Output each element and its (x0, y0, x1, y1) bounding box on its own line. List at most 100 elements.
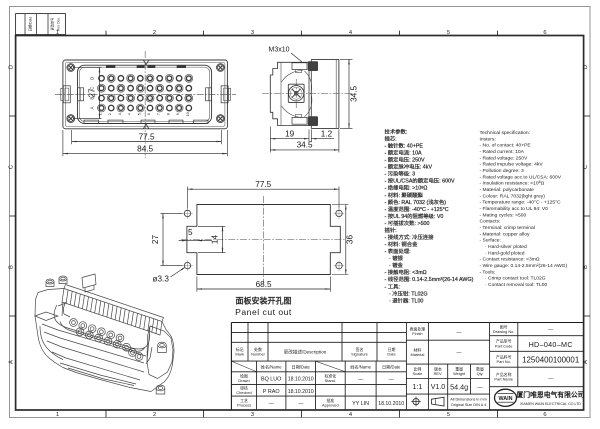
svg-text:C: C (583, 165, 589, 169)
svg-text:C: C (90, 87, 95, 90)
svg-text:Part Name: Part Name (494, 377, 513, 382)
svg-text:5: 5 (447, 412, 450, 418)
svg-text:重量: 重量 (455, 367, 463, 372)
svg-text:9: 9 (176, 113, 180, 115)
svg-text:M3x10: M3x10 (268, 47, 289, 54)
svg-text:Stand.: Stand. (325, 378, 336, 383)
svg-text:- 颜色: RAL 7032 (浅灰色): - 颜色: RAL 7032 (浅灰色) (385, 198, 447, 206)
svg-text:D: D (583, 65, 589, 69)
svg-text:—: — (457, 350, 462, 356)
svg-text:—: — (389, 377, 394, 383)
svg-text:6: 6 (543, 412, 546, 418)
svg-text:Part Code: Part Code (495, 343, 513, 348)
svg-text:Contacts:: Contacts: (480, 219, 501, 225)
svg-text:REV.: REV. (434, 371, 443, 376)
svg-text:表面处理: 表面处理 (410, 327, 426, 332)
svg-text:日期: 日期 (388, 347, 396, 352)
svg-text:B: B (90, 97, 95, 100)
svg-text:1: 1 (56, 30, 59, 36)
svg-text:日期/Date: 日期/Date (382, 364, 401, 370)
svg-text:18.10.2010: 18.10.2010 (288, 389, 314, 395)
svg-text:—: — (457, 329, 462, 335)
svg-text:- 接触电阻: <3mΩ: - 接触电阻: <3mΩ (385, 268, 427, 276)
svg-text:34.5: 34.5 (297, 141, 313, 150)
svg-text:19: 19 (285, 129, 295, 138)
svg-text:- Temperature range: -40°C - +: - Temperature range: -40°C - +125°C (480, 200, 562, 206)
svg-text:- Mating cycles: >500: - Mating cycles: >500 (480, 212, 527, 218)
svg-text:—: — (358, 377, 363, 383)
svg-text:- 线径范围: 0.14-2.5mm²(26-14 AWG): - 线径范围: 0.14-2.5mm²(26-14 AWG) (385, 275, 474, 283)
svg-text:Panel cut out: Panel cut out (235, 307, 292, 317)
svg-text:C: C (8, 165, 14, 169)
svg-text:Insters:: Insters: (480, 136, 496, 142)
svg-text:产品料号: 产品料号 (496, 354, 512, 359)
svg-text:A: A (8, 360, 14, 364)
svg-text:比例: 比例 (414, 367, 422, 372)
svg-text:1.2: 1.2 (321, 129, 333, 138)
svg-text:· 镀金: · 镀金 (385, 261, 404, 269)
svg-text:日期/Date: 日期/Date (292, 364, 311, 370)
svg-text:Signature: Signature (351, 352, 368, 357)
svg-text:Approved: Approved (322, 403, 339, 408)
svg-text:- 可插拔次数: >500: - 可插拔次数: >500 (385, 219, 430, 227)
svg-text:· 镀银: · 镀银 (385, 254, 404, 262)
svg-text:- Pollution degree: 3: - Pollution degree: 3 (480, 168, 524, 174)
svg-text:标准化: 标准化 (324, 373, 336, 378)
svg-text:图号: 图号 (500, 324, 508, 329)
svg-text:Number: Number (251, 352, 266, 357)
svg-text:Technical specification:: Technical specification: (480, 130, 531, 136)
svg-text:2: 2 (153, 412, 156, 418)
svg-text:BQ LUO: BQ LUO (261, 377, 281, 383)
svg-text:· Crimp contact tool: TL02G: · Crimp contact tool: TL02G (480, 276, 546, 282)
svg-text:4: 4 (349, 412, 353, 418)
svg-text:10: 10 (186, 112, 190, 116)
svg-text:- Tools:: - Tools: (480, 269, 496, 275)
svg-text:· Hard-silver ploted: · Hard-silver ploted (480, 244, 527, 250)
svg-text:—: — (548, 327, 553, 333)
svg-text:更改描述/Description: 更改描述/Description (284, 349, 327, 356)
svg-text:- Rated voltage: 250V: - Rated voltage: 250V (480, 155, 528, 161)
svg-text:数量: 数量 (476, 367, 484, 372)
svg-text:6: 6 (543, 30, 546, 36)
svg-text:Scale: Scale (413, 371, 423, 376)
svg-text:3: 3 (118, 113, 122, 115)
svg-text:签名: 签名 (356, 347, 364, 352)
svg-text:Checked: Checked (236, 390, 251, 395)
svg-text:Date: Date (387, 352, 395, 357)
svg-text:Qty.: Qty. (477, 371, 484, 376)
svg-text:Finish: Finish (412, 331, 422, 336)
svg-text:- 材料: 铜合金: - 材料: 铜合金 (385, 240, 419, 248)
svg-text:8: 8 (166, 113, 170, 115)
svg-text:—: — (548, 376, 553, 382)
svg-text:- 按UL 94的阻燃等级: V0: - 按UL 94的阻燃等级: V0 (385, 212, 444, 220)
svg-text:- 接线方式: 冷压连接: - 接线方式: 冷压连接 (385, 233, 435, 241)
svg-text:版本: 版本 (434, 367, 442, 372)
svg-text:审核: 审核 (240, 386, 248, 391)
svg-text:68.5: 68.5 (256, 280, 272, 289)
svg-text:日期/Date: 日期/Date (28, 17, 33, 32)
svg-text:4: 4 (128, 113, 132, 115)
svg-text:YY LIN: YY LIN (352, 401, 369, 407)
svg-text:—: — (269, 401, 274, 407)
svg-text:54.4g: 54.4g (450, 382, 468, 391)
svg-text:7: 7 (157, 113, 161, 115)
svg-text:- 表面处理:: - 表面处理: (385, 247, 411, 255)
svg-text:77.5: 77.5 (255, 180, 271, 189)
svg-text:- Rated current: 10A: - Rated current: 10A (480, 149, 525, 155)
svg-text:Process: Process (237, 403, 251, 408)
svg-text:- Material: copper alloy: - Material: copper alloy (480, 231, 530, 237)
svg-text:- 按UL/CSA的额定电压: 600V: - 按UL/CSA的额定电压: 600V (385, 177, 456, 185)
svg-text:- Surface:: - Surface: (480, 238, 501, 244)
svg-text:批准: 批准 (326, 398, 334, 403)
svg-text:Drawn: Drawn (238, 378, 249, 383)
svg-text:18.10.2010: 18.10.2010 (378, 401, 404, 407)
svg-text:- Colour: RAL 7032(light grey): - Colour: RAL 7032(light grey) (480, 193, 546, 199)
svg-text:· 冷压钳: TL02G: · 冷压钳: TL02G (385, 289, 428, 297)
svg-text:- No. of contact: 40+PE: - No. of contact: 40+PE (480, 143, 532, 149)
svg-text:18.10.2010: 18.10.2010 (288, 377, 314, 383)
svg-text:标记: 标记 (236, 347, 244, 352)
svg-text:- Insulation resistance: >108Ω: - Insulation resistance: >108Ω (480, 180, 545, 186)
svg-text:- 材料: 聚碳酸酯: - 材料: 聚碳酸酯 (385, 191, 424, 199)
svg-text:- Flammability acc.to UL 94: V: - Flammability acc.to UL 94: V0 (480, 206, 549, 212)
svg-text:处数: 处数 (254, 347, 262, 352)
